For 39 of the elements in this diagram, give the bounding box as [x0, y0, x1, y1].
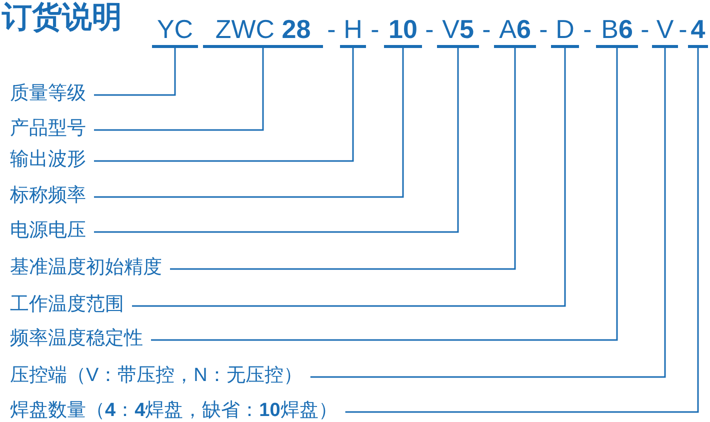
field-description: 电源电压: [10, 219, 86, 243]
leader-line: [94, 48, 354, 162]
code-segment: D: [551, 14, 579, 48]
code-segment: ZWC 28: [203, 14, 323, 48]
code-segment: YC: [152, 14, 198, 48]
separator-dash: -: [482, 14, 491, 45]
code-segment: 10: [384, 14, 422, 48]
field-description: 标称频率: [10, 184, 86, 208]
field-description: 输出波形: [10, 148, 86, 172]
separator-dash: -: [327, 14, 336, 45]
code-segment: B6: [596, 14, 638, 48]
leader-line: [345, 48, 699, 413]
code-segment: V5: [437, 14, 479, 48]
field-description: 工作温度范围: [10, 293, 124, 317]
title: 订货说明: [2, 0, 122, 36]
code-segment: A6: [494, 14, 536, 48]
separator-dash: -: [370, 14, 380, 45]
field-description: 基准温度初始精度: [10, 256, 162, 280]
separator-dash: -: [539, 14, 548, 45]
code-segment: 4: [688, 14, 708, 48]
field-description: 质量等级: [10, 82, 86, 106]
leader-line: [132, 48, 566, 307]
field-description: 频率温度稳定性: [10, 327, 143, 351]
field-description: 焊盘数量（4：4焊盘，缺省：10焊盘）: [10, 399, 338, 422]
leader-line: [151, 48, 618, 341]
leader-line: [94, 48, 264, 131]
leader-line: [94, 48, 176, 96]
field-description: 产品型号: [10, 117, 86, 141]
separator-dash: -: [678, 14, 688, 45]
separator-dash: -: [425, 14, 434, 45]
leader-line: [170, 48, 516, 270]
field-description: 压控端（V：带压控，N：无压控）: [10, 364, 302, 388]
leader-line: [94, 48, 404, 198]
code-segment: V: [652, 14, 678, 48]
leader-line: [310, 48, 666, 378]
code-segment: H: [340, 14, 366, 48]
separator-dash: -: [640, 14, 650, 45]
leader-line: [94, 48, 459, 233]
separator-dash: -: [583, 14, 592, 45]
